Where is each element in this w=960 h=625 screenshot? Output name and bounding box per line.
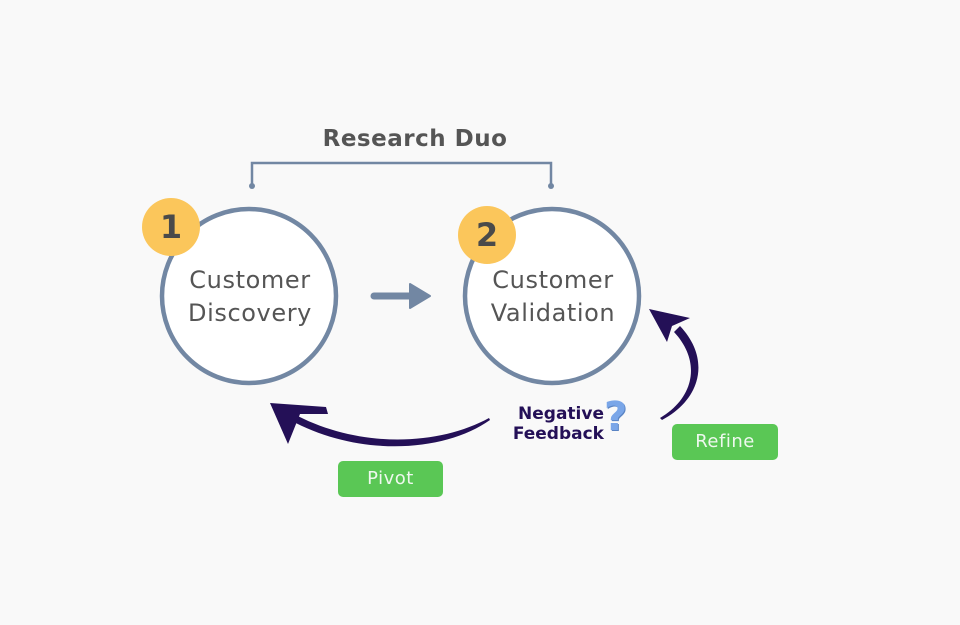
- stage-1-label-line1: Customer: [189, 266, 311, 294]
- refine-arrow-icon: [649, 309, 699, 420]
- stage-2-label: Customer Validation: [463, 264, 643, 330]
- forward-arrow-icon: [370, 283, 431, 309]
- stage-1-label-line2: Discovery: [188, 299, 312, 327]
- feedback-line1: Negative: [518, 404, 604, 424]
- refine-tag: Refine: [672, 424, 778, 460]
- stage-1-circle: [159, 206, 339, 386]
- pivot-arrow-icon: [270, 403, 490, 447]
- pivot-tag: Pivot: [338, 461, 443, 497]
- stage-1-label: Customer Discovery: [160, 264, 340, 330]
- diagram-title: Research Duo: [322, 126, 508, 152]
- negative-feedback-label: Negative Feedback: [490, 404, 604, 444]
- bracket-connector: [249, 161, 554, 189]
- feedback-line2: Feedback: [512, 424, 604, 444]
- stage-1-badge: 1: [142, 198, 200, 256]
- stage-2-badge: 2: [458, 206, 516, 264]
- stage-2-label-line2: Validation: [490, 299, 616, 327]
- question-mark-icon: ?: [604, 394, 628, 440]
- stage-2-label-line1: Customer: [492, 266, 614, 294]
